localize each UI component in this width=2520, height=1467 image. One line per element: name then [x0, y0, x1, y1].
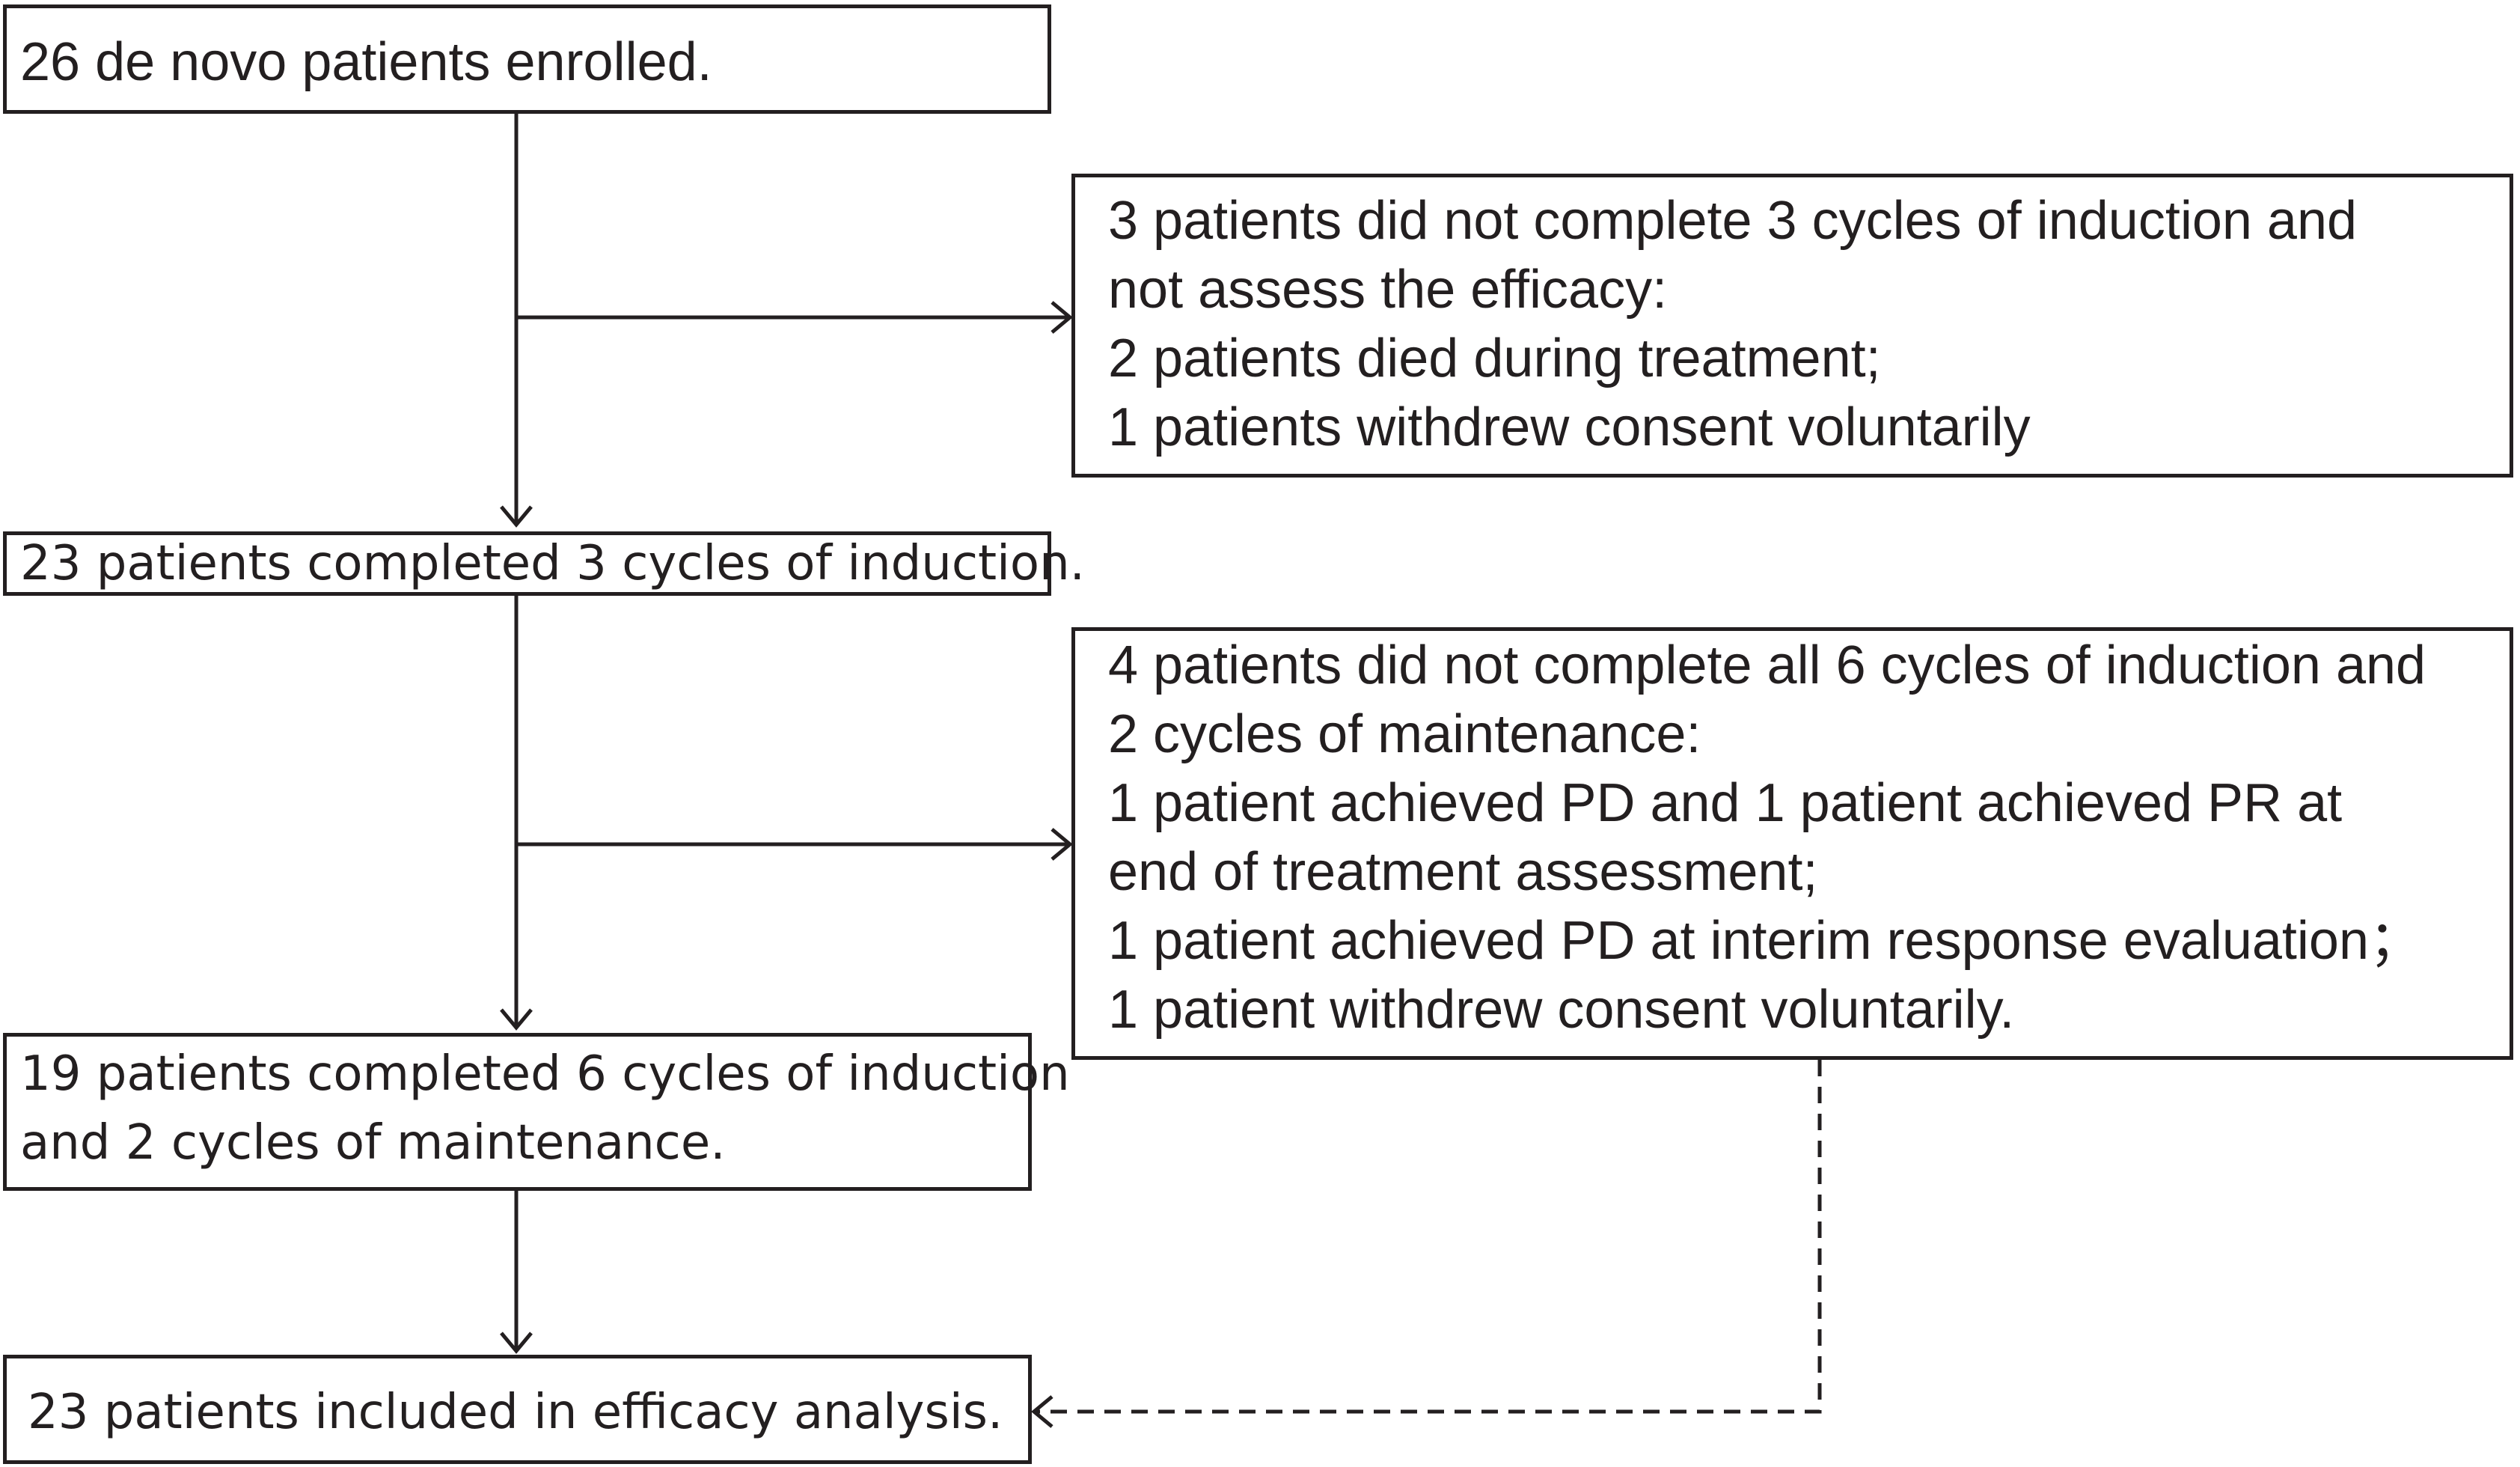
completed-all-cycles-box: 19 patients completed 6 cycles of induct… [3, 1033, 1070, 1191]
branch-arrowhead-1 [1050, 301, 1073, 334]
exclusion-2-line: 2 cycles of maintenance: [1108, 704, 1701, 764]
exclusion-2-line: 4 patients did not complete all 6 cycles… [1108, 635, 2426, 695]
branch-arrowhead-2 [1050, 828, 1073, 861]
main-flow-arrowhead-1 [500, 505, 533, 528]
enrolled-text: 26 de novo patients enrolled. [20, 32, 712, 92]
efficacy-analysis-box: 23 patients included in efficacy analysi… [3, 1355, 1032, 1464]
exclusion-1-line: 1 patients withdrew consent voluntarily [1108, 397, 2031, 457]
completed-all-cycles-line: and 2 cycles of maintenance. [20, 1115, 726, 1171]
exclusion-2-line: 1 patient achieved PD at interim respons… [1108, 911, 2423, 971]
completed-all-cycles-line: 19 patients completed 6 cycles of induct… [20, 1046, 1070, 1102]
exclusion-2-text: 4 patients did not complete all 6 cycles… [1108, 631, 2426, 1044]
exclusion-1-text: 3 patients did not complete 3 cycles of … [1108, 186, 2357, 462]
exclusion-1-line: 3 patients did not complete 3 cycles of … [1108, 191, 2358, 251]
completed-all-cycles-text: 19 patients completed 6 cycles of induct… [20, 1040, 1070, 1177]
completed-3-cycles-box: 23 patients completed 3 cycles of induct… [3, 531, 1085, 596]
dashed-return-arrowhead [1031, 1395, 1053, 1428]
exclusion-2-line: 1 patient achieved PD and 1 patient achi… [1108, 773, 2343, 833]
exclusion-2-line: 1 patient withdrew consent voluntarily. [1108, 980, 2015, 1040]
main-flow-arrowhead-3 [500, 1332, 533, 1354]
completed-3-cycles-text: 23 patients completed 3 cycles of induct… [20, 536, 1085, 591]
enrolled-box: 26 de novo patients enrolled. [3, 4, 1051, 114]
exclusion-box-2: 4 patients did not complete all 6 cycles… [1071, 627, 2513, 1060]
exclusion-box-1: 3 patients did not complete 3 cycles of … [1071, 174, 2513, 478]
exclusion-1-line: not assess the efficacy: [1108, 260, 1668, 320]
efficacy-analysis-text: 23 patients included in efficacy analysi… [28, 1385, 1003, 1440]
main-flow-arrowhead-2 [500, 1008, 533, 1031]
exclusion-1-line: 2 patients died during treatment; [1108, 329, 1881, 388]
exclusion-2-line: end of treatment assessment; [1108, 842, 1818, 902]
dashed-return-line [1037, 1060, 1822, 1414]
